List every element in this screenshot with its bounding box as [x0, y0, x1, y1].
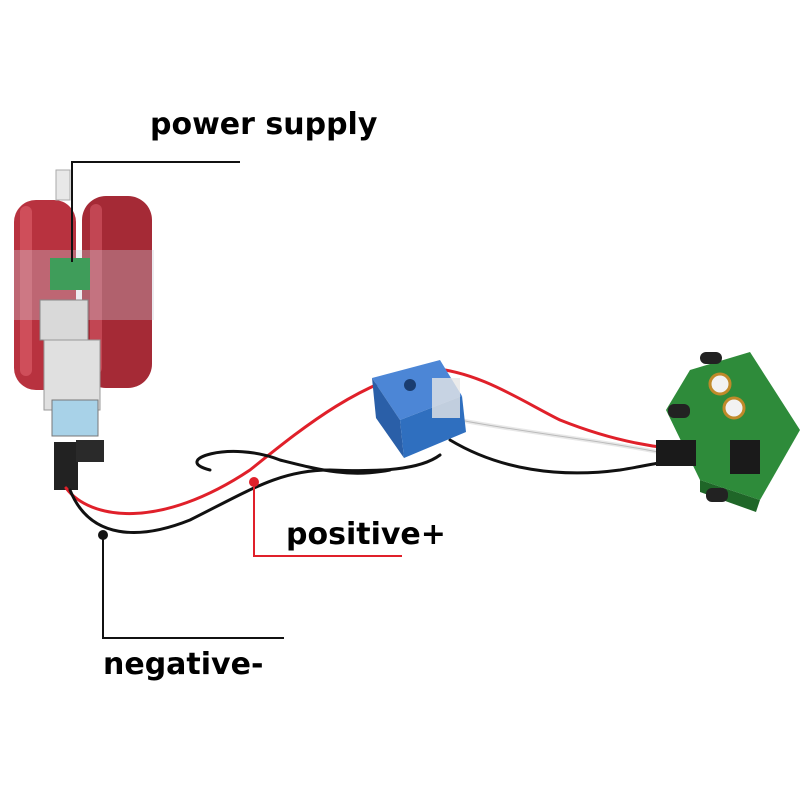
relay — [372, 360, 466, 458]
positive-label: positive+ — [286, 517, 446, 552]
wires — [64, 366, 670, 534]
sensor-board — [656, 352, 800, 512]
positive-marker-dot — [249, 477, 259, 487]
power-supply-label: power supply — [150, 107, 378, 142]
negative-marker-dot — [98, 530, 108, 540]
battery-pack — [14, 169, 154, 437]
negative-label: negative- — [103, 647, 264, 682]
usb-connector — [54, 440, 104, 490]
callout-lines — [71, 161, 402, 639]
